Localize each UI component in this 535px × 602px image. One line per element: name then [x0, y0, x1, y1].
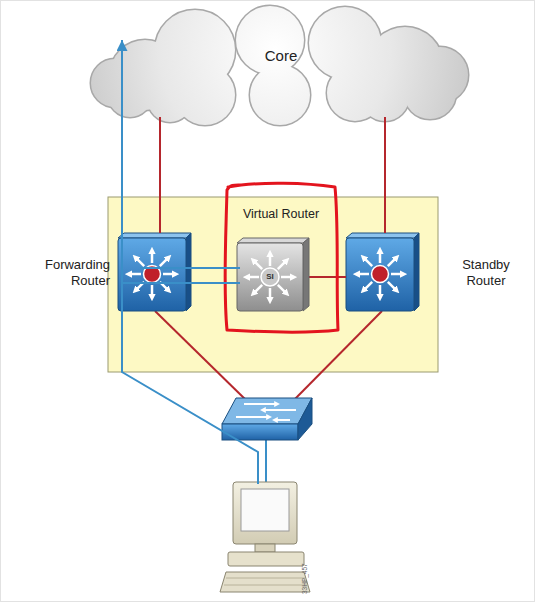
figure-id: 33HP_457 — [301, 563, 310, 594]
router-box: Standby Router — [346, 233, 419, 311]
link-line — [121, 40, 123, 233]
node-label: Standby Router — [450, 257, 522, 289]
node-label: Core — [122, 47, 440, 65]
node-label: Forwarding Router — [6, 257, 110, 289]
node-label: Virtual Router — [222, 207, 340, 223]
virtual-switch-icon — [237, 238, 309, 311]
traffic-path — [265, 440, 267, 484]
access-switch-icon — [222, 398, 312, 440]
multilayer-switch-icon — [118, 233, 191, 311]
router-group-band — [108, 197, 438, 372]
symbol-text: SI — [258, 272, 282, 282]
cloud-outline — [85, 5, 475, 130]
link-line — [340, 276, 346, 278]
highlight-outline — [222, 180, 340, 335]
core-cloud: Core — [122, 5, 440, 117]
virtual-router-box: Virtual Router — [222, 180, 340, 335]
router-box: Forwarding Router — [118, 233, 191, 311]
traffic-path — [122, 233, 258, 484]
multilayer-switch-icon — [346, 233, 419, 311]
wire — [155, 277, 382, 402]
link-line — [384, 117, 386, 233]
link-line — [191, 267, 222, 269]
link-line — [159, 117, 161, 233]
workstation-icon — [220, 482, 310, 592]
